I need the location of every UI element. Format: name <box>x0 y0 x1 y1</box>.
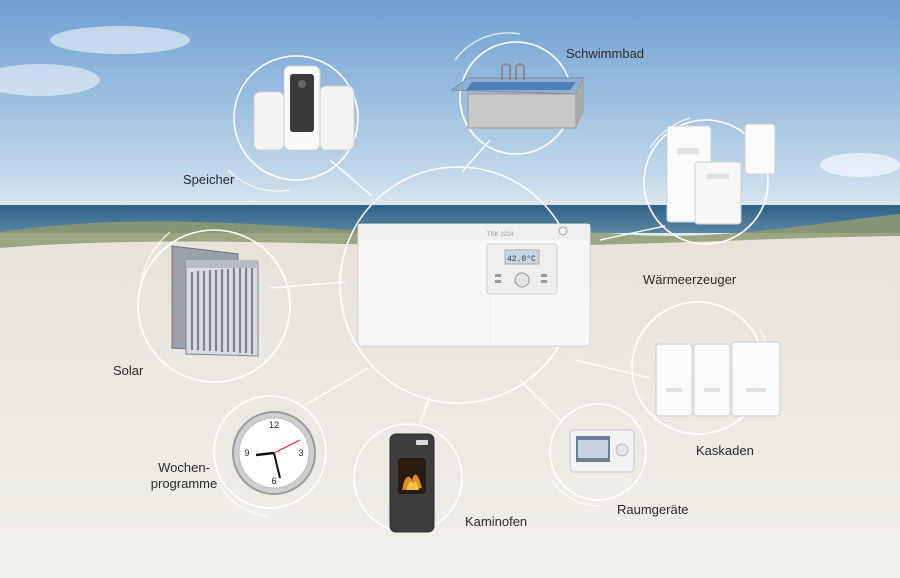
clock-numeral-12: 12 <box>269 420 279 430</box>
ring-arc <box>139 231 171 291</box>
cloud <box>0 64 100 96</box>
label-solar: Solar <box>113 363 144 378</box>
solar-collector-image <box>171 245 259 357</box>
connector-kaskaden <box>574 359 651 379</box>
connector-waermeerzeuger <box>599 225 666 241</box>
clock-minute-hand <box>273 452 281 479</box>
ring-speicher <box>233 55 359 181</box>
label-schwimmbad: Schwimmbad <box>566 46 645 61</box>
clock-hour-hand <box>255 451 275 457</box>
ring-arc <box>227 169 291 192</box>
label-wochenprogramme-line1: Wochen- <box>158 460 210 475</box>
label-wochenprogramme: Wochen- programme <box>146 460 222 492</box>
ring-solar <box>137 229 291 383</box>
clock-image: 12 3 6 9 <box>232 411 316 495</box>
heating-controller: TSK 2224 42.0°C <box>357 223 591 347</box>
controller-brand: TSK 2224 <box>487 232 514 238</box>
stove-image <box>389 433 435 533</box>
clock-numeral-9: 9 <box>244 448 249 458</box>
room-unit-image <box>569 429 635 473</box>
connector-wochenprogramme <box>304 367 369 406</box>
storage-tanks-image <box>253 65 355 151</box>
ring-raumgeraete <box>549 403 647 501</box>
label-waermeerzeuger: Wärmeerzeuger <box>643 272 737 287</box>
ring-arc <box>551 479 601 507</box>
swimming-pool-image <box>450 63 585 129</box>
connector-raumgeraete <box>519 379 561 421</box>
collector-tubes <box>190 267 254 354</box>
controller-display: 42.0°C <box>507 255 536 264</box>
cascade-image <box>655 341 781 417</box>
connector-solar <box>269 281 346 289</box>
cloud <box>50 26 190 54</box>
label-speicher: Speicher <box>183 172 235 187</box>
heat-generator-image <box>666 123 776 225</box>
ring-waermeerzeuger <box>643 119 769 245</box>
clock-numeral-3: 3 <box>298 448 303 458</box>
ring-wochenprogramme <box>213 395 327 509</box>
ring-arc <box>454 32 521 61</box>
cloud <box>820 153 900 177</box>
label-kaminofen: Kaminofen <box>465 514 528 529</box>
label-wochenprogramme-line2: programme <box>150 476 218 491</box>
label-kaskaden: Kaskaden <box>696 443 754 458</box>
label-raumgeraete: Raumgeräte <box>617 502 689 517</box>
clock-numeral-6: 6 <box>271 476 276 486</box>
ring-arc <box>219 485 269 517</box>
connector-speicher <box>329 159 373 197</box>
clock-second-hand <box>273 439 301 454</box>
